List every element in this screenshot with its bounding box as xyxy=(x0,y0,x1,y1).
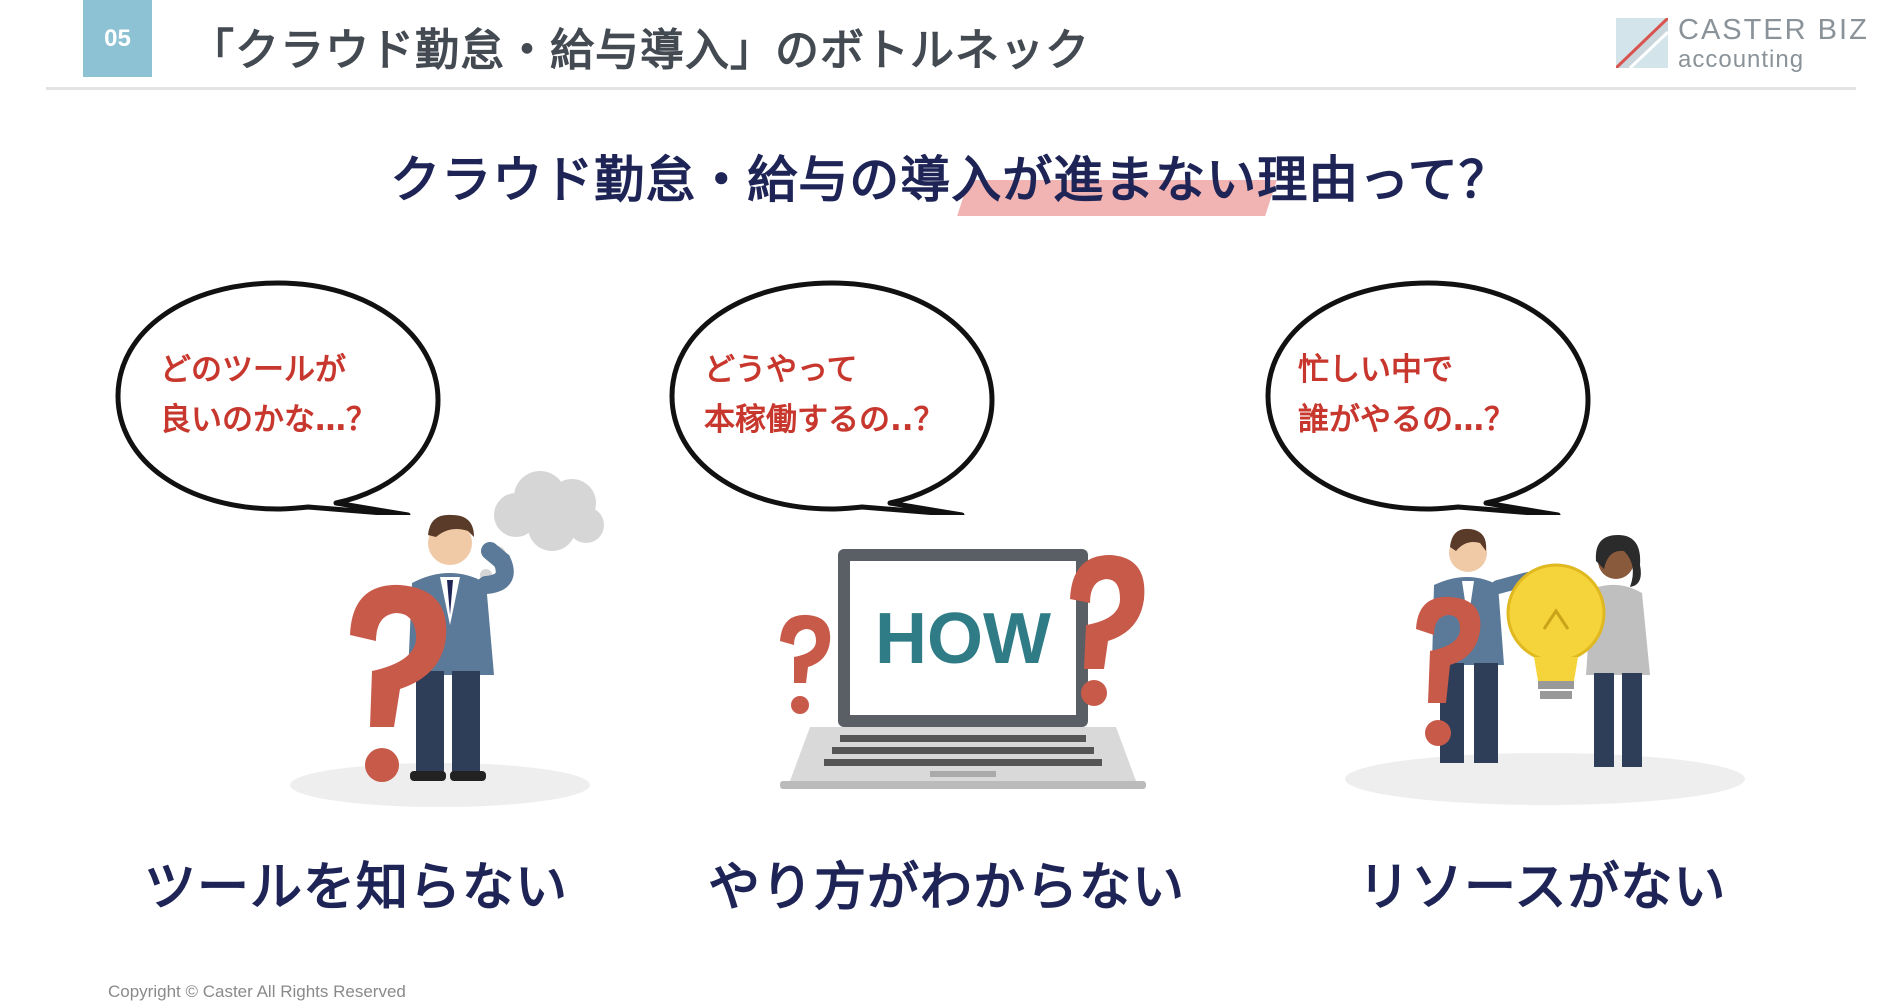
slide-number-badge: 05 xyxy=(83,0,152,77)
header-divider xyxy=(46,87,1856,90)
bubble-1-line-2: 良いのかな…？ xyxy=(160,402,377,438)
caster-biz-logo: CASTER BIZ accounting xyxy=(1616,14,1876,74)
question-mark-right-icon xyxy=(1070,555,1145,706)
thinking-man-illustration xyxy=(290,471,604,807)
question-mark-icon xyxy=(1416,596,1481,746)
laptop-how-illustration: HOW xyxy=(780,549,1146,789)
question-mark-icon xyxy=(350,584,447,782)
speech-bubble-icon xyxy=(115,280,441,515)
caption-no-know-how: やり方がわからない xyxy=(708,858,1186,918)
speech-bubble-3: 忙しい中で 誰がやるの…？ xyxy=(1258,275,1598,515)
people-with-bulb-illustration xyxy=(1345,528,1745,805)
bubble-2-line-2: 本稼働するの..？ xyxy=(704,402,945,438)
logo-subtitle: accounting xyxy=(1678,46,1805,73)
bubble-1-line-1: どのツールが xyxy=(160,352,346,388)
logo-mark-icon xyxy=(1616,18,1668,68)
logo-name: CASTER BIZ xyxy=(1678,14,1869,46)
question-area: クラウド勤怠・給与の導入が進まない理由って？ xyxy=(0,140,1900,230)
question-mark-left-icon xyxy=(780,614,831,714)
speech-bubble-2: どうやって 本稼働するの..？ xyxy=(662,275,1002,515)
copyright-text: Copyright © Caster All Rights Reserved xyxy=(108,982,406,1001)
laptop-screen-text: HOW xyxy=(875,599,1051,679)
bubble-2-line-1: どうやって xyxy=(704,352,858,388)
speech-bubble-icon xyxy=(669,280,995,515)
bubble-3-line-2: 誰がやるの…？ xyxy=(1298,402,1515,438)
speech-bubble-icon xyxy=(1265,280,1591,515)
caption-no-tool-knowledge: ツールを知らない xyxy=(144,858,569,918)
light-bulb-icon xyxy=(1506,563,1606,699)
question-heading: クラウド勤怠・給与の導入が進まない理由って？ xyxy=(390,151,1510,209)
bubble-3-line-1: 忙しい中で xyxy=(1298,352,1453,388)
caption-no-resources: リソースがない xyxy=(1358,858,1727,918)
slide-title: 「クラウド勤怠・給与導入」のボトルネック xyxy=(190,25,1090,76)
speech-bubble-1: どのツールが 良いのかな…？ xyxy=(108,275,448,515)
